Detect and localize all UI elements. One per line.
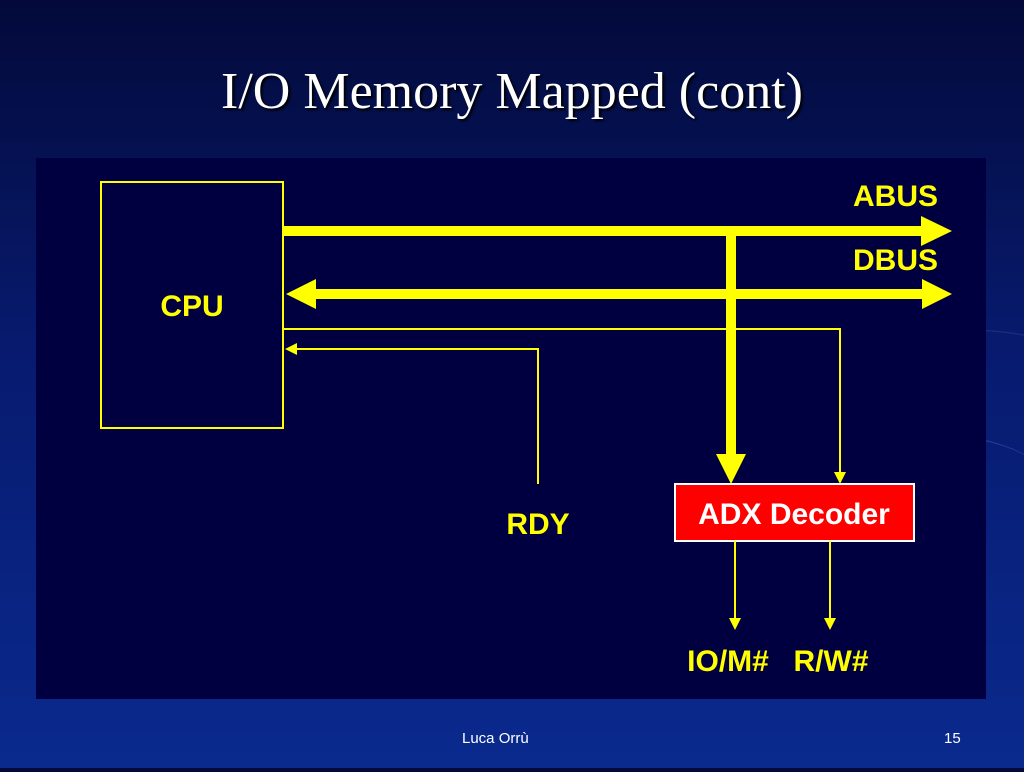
dbus-label: DBUS — [853, 244, 938, 277]
r-w-label: R/W# — [794, 645, 869, 678]
cpu-label: CPU — [160, 290, 223, 323]
footer-author: Luca Orrù — [462, 730, 529, 747]
io-m-label: IO/M# — [687, 645, 769, 678]
diagram-panel: CPU ABUS DBUS RDY ADX Decoder IO/M# R/W# — [36, 158, 986, 699]
dbus-line — [314, 289, 924, 299]
abus-arrowhead — [921, 216, 952, 246]
rdy-label: RDY — [506, 508, 569, 541]
r-w-arrowhead — [824, 618, 836, 630]
abus-to-decoder-line — [726, 231, 736, 456]
rdy-line — [294, 348, 539, 484]
io-m-arrowhead — [729, 618, 741, 630]
dbus-right-arrowhead — [922, 279, 952, 309]
cpu-box — [100, 181, 284, 429]
page-number: 15 — [944, 730, 961, 747]
abus-label: ABUS — [853, 180, 938, 213]
adx-decoder-label: ADX Decoder — [698, 498, 890, 531]
control-line — [283, 328, 841, 474]
slide-title: I/O Memory Mapped (cont) — [221, 63, 803, 120]
bus-diagram: CPU ABUS DBUS RDY ADX Decoder IO/M# R/W# — [100, 180, 952, 678]
dbus-left-arrowhead — [286, 279, 316, 309]
adx-decoder-box — [674, 483, 915, 542]
rdy-arrowhead — [285, 343, 297, 355]
control-line-arrowhead — [834, 472, 846, 484]
abus-to-decoder-arrowhead — [716, 454, 746, 484]
abus-line — [283, 226, 923, 236]
